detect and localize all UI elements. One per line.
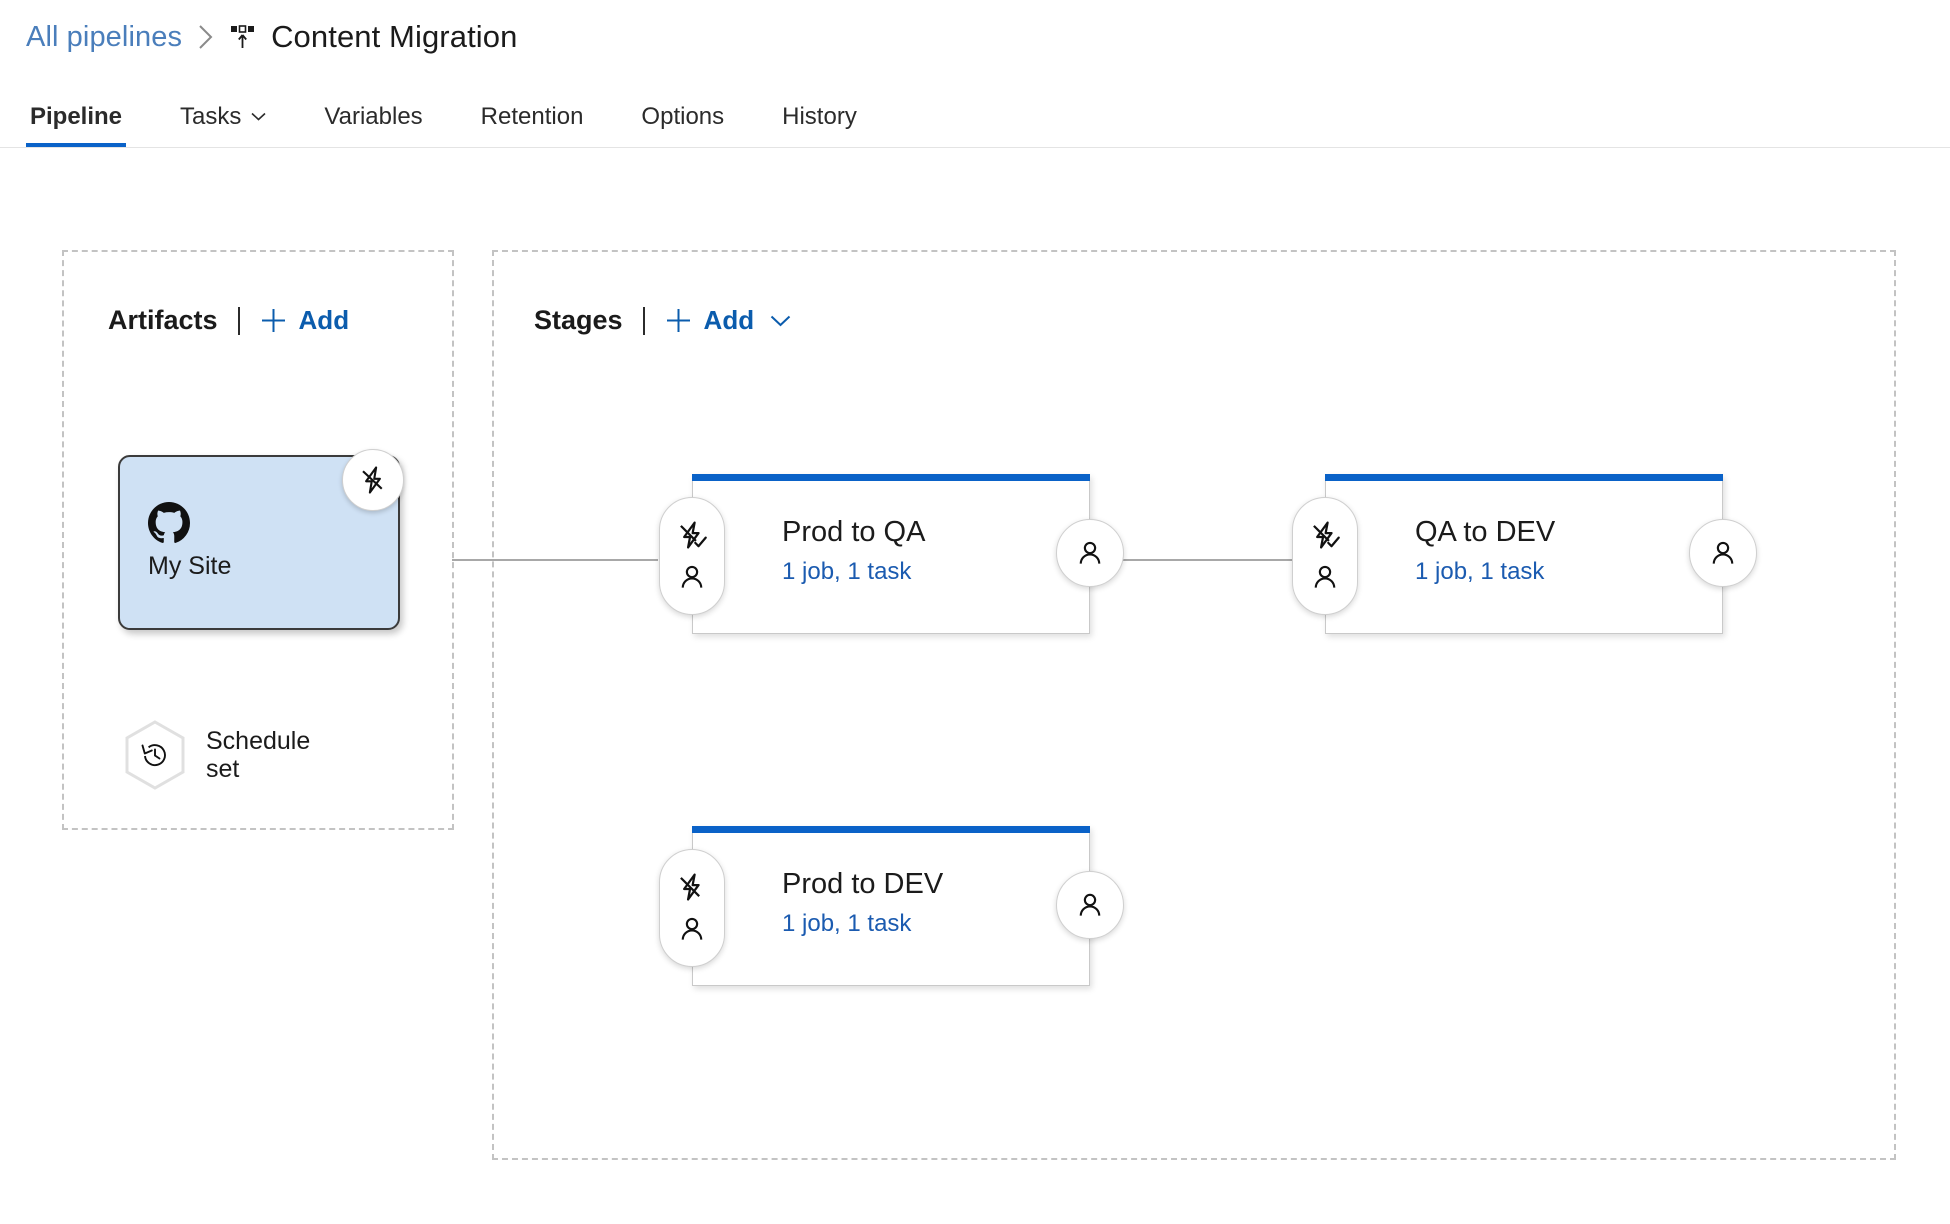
- tab-variables[interactable]: Variables: [320, 86, 426, 147]
- tab-tasks[interactable]: Tasks: [176, 86, 270, 147]
- person-icon: [1075, 538, 1105, 568]
- stages-header: Stages Add: [534, 305, 791, 336]
- schedule-hexagon-badge: [124, 720, 186, 790]
- person-icon: [677, 562, 707, 592]
- person-icon: [1708, 538, 1738, 568]
- post-deployment-conditions-badge[interactable]: [1056, 519, 1124, 587]
- stages-panel: [492, 250, 1896, 1160]
- tab-history[interactable]: History: [778, 86, 861, 147]
- stage-accent-bar: [692, 826, 1090, 833]
- tab-pipeline[interactable]: Pipeline: [26, 86, 127, 147]
- tab-retention[interactable]: Retention: [477, 86, 588, 147]
- tab-options-label: Options: [641, 102, 725, 130]
- add-stage-button[interactable]: Add: [703, 305, 755, 335]
- pre-deployment-conditions-badge[interactable]: [659, 849, 725, 967]
- artifacts-title: Artifacts: [108, 305, 218, 335]
- tab-tasks-label: Tasks: [180, 102, 242, 130]
- stage-card-qa-to-dev[interactable]: QA to DEV 1 job, 1 task: [1292, 474, 1757, 634]
- schedule-label-line2: set: [206, 755, 240, 783]
- lightning-bolt-icon: [358, 465, 388, 495]
- breadcrumb-separator: [198, 24, 214, 50]
- stage-card-body: [1325, 474, 1723, 634]
- tab-options[interactable]: Options: [637, 86, 728, 147]
- tab-variables-label: Variables: [324, 102, 423, 130]
- pre-deployment-conditions-badge[interactable]: [1292, 497, 1358, 615]
- schedule-label-line1: Schedule: [206, 727, 311, 755]
- release-pipeline-icon: [228, 22, 258, 52]
- add-artifact-button[interactable]: Add: [298, 305, 350, 335]
- stage-accent-bar: [1325, 474, 1723, 481]
- chevron-down-icon: [251, 112, 266, 121]
- stage-text-block: Prod to DEV 1 job, 1 task: [782, 868, 943, 938]
- stage-summary-link[interactable]: 1 job, 1 task: [782, 910, 912, 937]
- stage-card-prod-to-qa[interactable]: Prod to QA 1 job, 1 task: [659, 474, 1124, 634]
- post-deployment-conditions-badge[interactable]: [1056, 871, 1124, 939]
- artifact-card-content: My Site: [148, 502, 231, 581]
- tab-history-label: History: [782, 102, 857, 130]
- artifact-schedule-item[interactable]: Schedule set: [124, 720, 366, 790]
- stage-summary-link[interactable]: 1 job, 1 task: [782, 558, 912, 585]
- stage-card-body: [692, 474, 1090, 634]
- artifact-name-label: My Site: [148, 552, 232, 580]
- breadcrumb-all-pipelines-link[interactable]: All pipelines: [26, 20, 183, 53]
- person-icon: [1310, 562, 1340, 592]
- stage-text-block: Prod to QA 1 job, 1 task: [782, 516, 925, 586]
- lightning-bolt-check-icon: [675, 520, 709, 554]
- tab-retention-label: Retention: [480, 102, 584, 130]
- artifact-continuous-deployment-trigger-badge[interactable]: [342, 449, 404, 511]
- person-icon: [1075, 890, 1105, 920]
- plus-icon[interactable]: [260, 307, 287, 334]
- connector-artifact-to-prod-to-qa: [452, 559, 658, 561]
- stage-accent-bar: [692, 474, 1090, 481]
- github-icon: [148, 502, 231, 544]
- stage-card-prod-to-dev[interactable]: Prod to DEV 1 job, 1 task: [659, 826, 1124, 986]
- stage-text-block: QA to DEV 1 job, 1 task: [1415, 516, 1555, 586]
- artifacts-header: Artifacts Add: [108, 305, 349, 336]
- pre-deployment-conditions-badge[interactable]: [659, 497, 725, 615]
- tab-pipeline-label: Pipeline: [30, 102, 123, 130]
- stage-name-label: QA to DEV: [1415, 516, 1556, 548]
- artifacts-header-divider: [237, 306, 240, 335]
- stage-summary-link[interactable]: 1 job, 1 task: [1415, 558, 1545, 585]
- chevron-down-icon[interactable]: [770, 315, 791, 327]
- stages-header-divider: [642, 306, 645, 335]
- post-deployment-conditions-badge[interactable]: [1689, 519, 1757, 587]
- connector-prod-to-qa-to-qa-to-dev: [1090, 559, 1308, 561]
- schedule-label: Schedule set: [206, 727, 366, 783]
- person-icon: [677, 914, 707, 944]
- page-title: Content Migration: [271, 19, 518, 54]
- breadcrumb: All pipelines Content Migration: [26, 14, 517, 60]
- stage-name-label: Prod to QA: [782, 516, 926, 548]
- lightning-bolt-check-icon: [1308, 520, 1342, 554]
- tab-bar: Pipeline Tasks Variables Retention Optio…: [0, 86, 1950, 148]
- plus-icon[interactable]: [665, 307, 692, 334]
- stage-name-label: Prod to DEV: [782, 868, 944, 900]
- artifacts-panel: [62, 250, 454, 830]
- stages-title: Stages: [534, 305, 623, 335]
- lightning-bolt-icon: [675, 872, 709, 906]
